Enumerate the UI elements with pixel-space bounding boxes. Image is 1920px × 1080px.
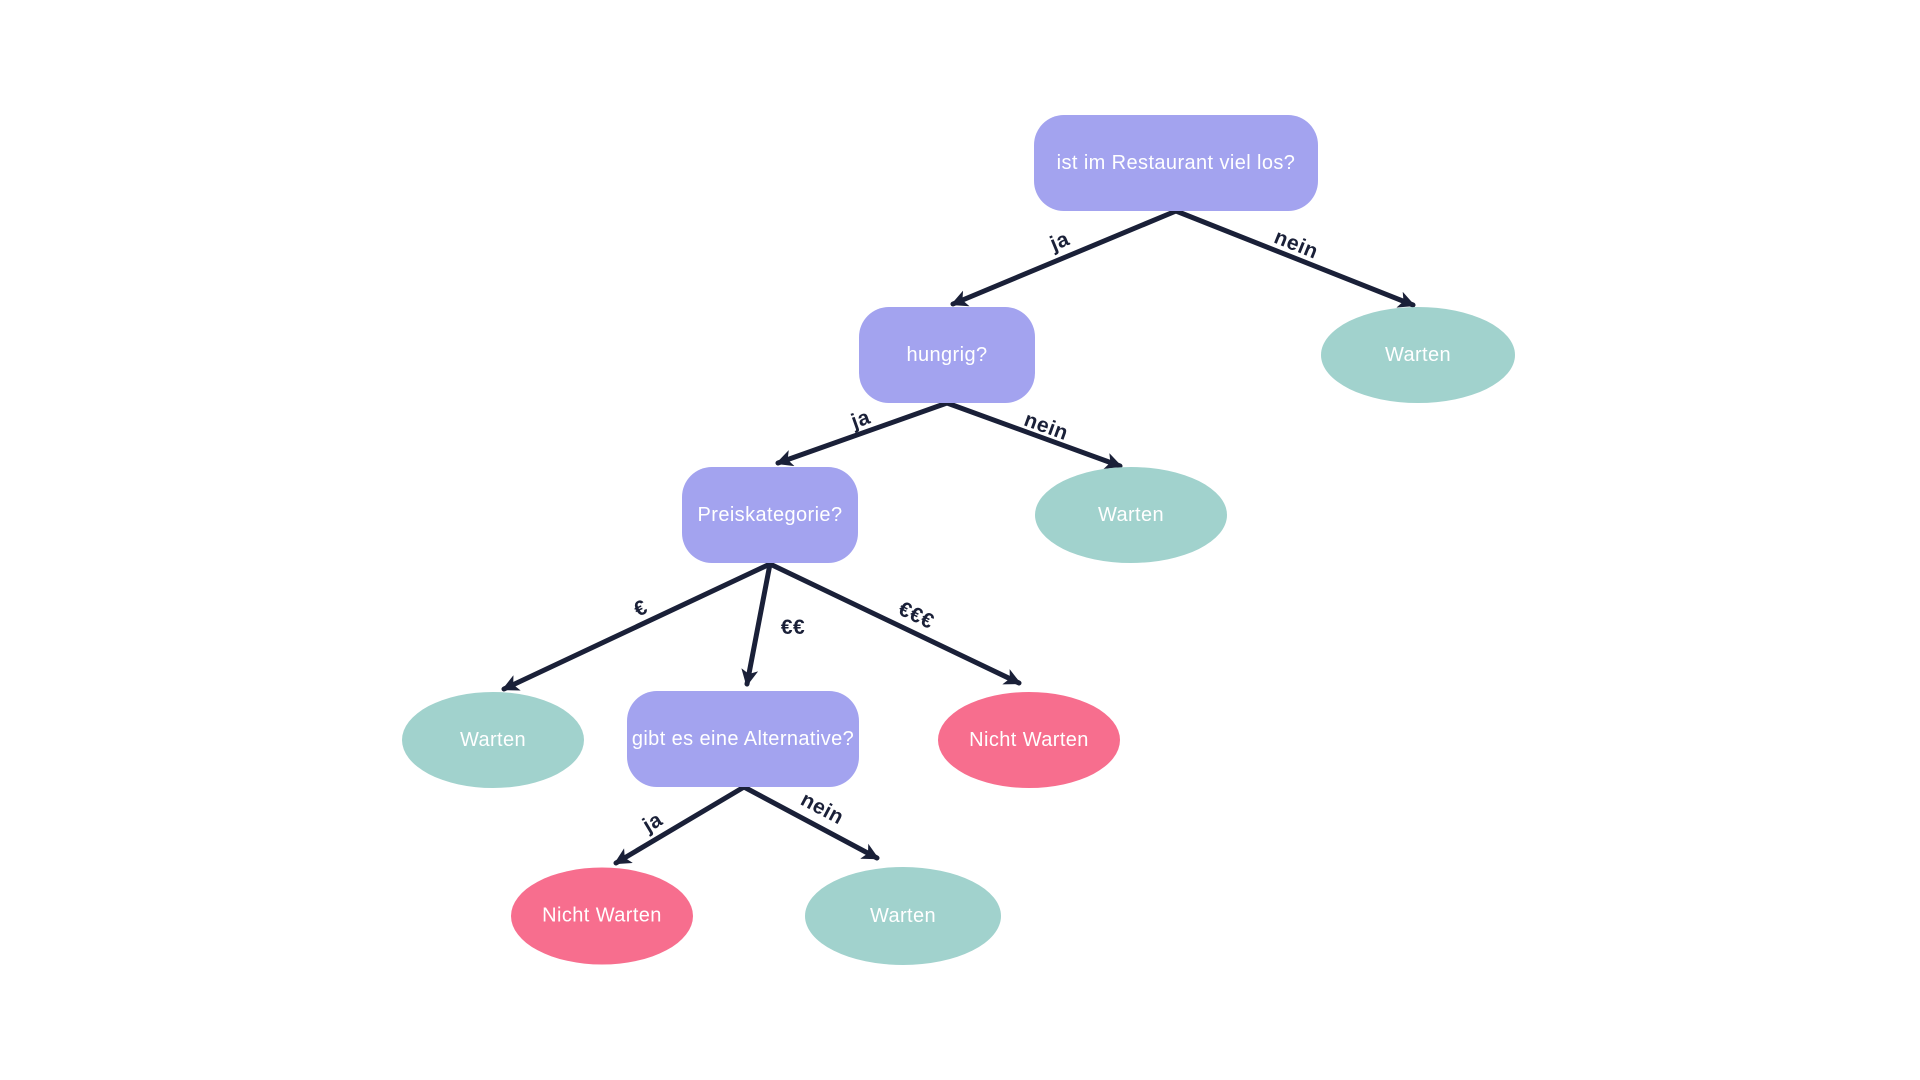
edge-hungrig-warten-mid — [944, 400, 1123, 470]
node-warten-top: Warten — [1321, 307, 1515, 403]
edge-alternative-nicht-warten — [613, 784, 747, 866]
edge-alternative-warten-bot — [741, 784, 880, 861]
node-root: ist im Restaurant viel los? — [1034, 115, 1318, 211]
edge-preis-nicht-warten-mid — [767, 561, 1022, 686]
node-preiskategorie: Preiskategorie? — [682, 467, 858, 563]
node-nicht-warten-bottom: Nicht Warten — [511, 867, 693, 965]
edge-preis-warten-left — [501, 561, 773, 692]
node-hungrig: hungrig? — [859, 307, 1035, 403]
edge-label-euro-euro: €€ — [780, 616, 806, 639]
node-warten-bottom: Warten — [805, 867, 1001, 965]
edge-root-hungrig — [950, 208, 1179, 307]
edge-root-warten-top — [1173, 208, 1416, 308]
edge-hungrig-preiskategorie — [775, 400, 950, 467]
node-nicht-warten-mid: Nicht Warten — [938, 692, 1120, 788]
node-warten-left: Warten — [402, 692, 584, 788]
edge-preis-alternative — [741, 561, 773, 687]
node-warten-mid: Warten — [1035, 467, 1227, 563]
node-alternative: gibt es eine Alternative? — [627, 691, 859, 787]
